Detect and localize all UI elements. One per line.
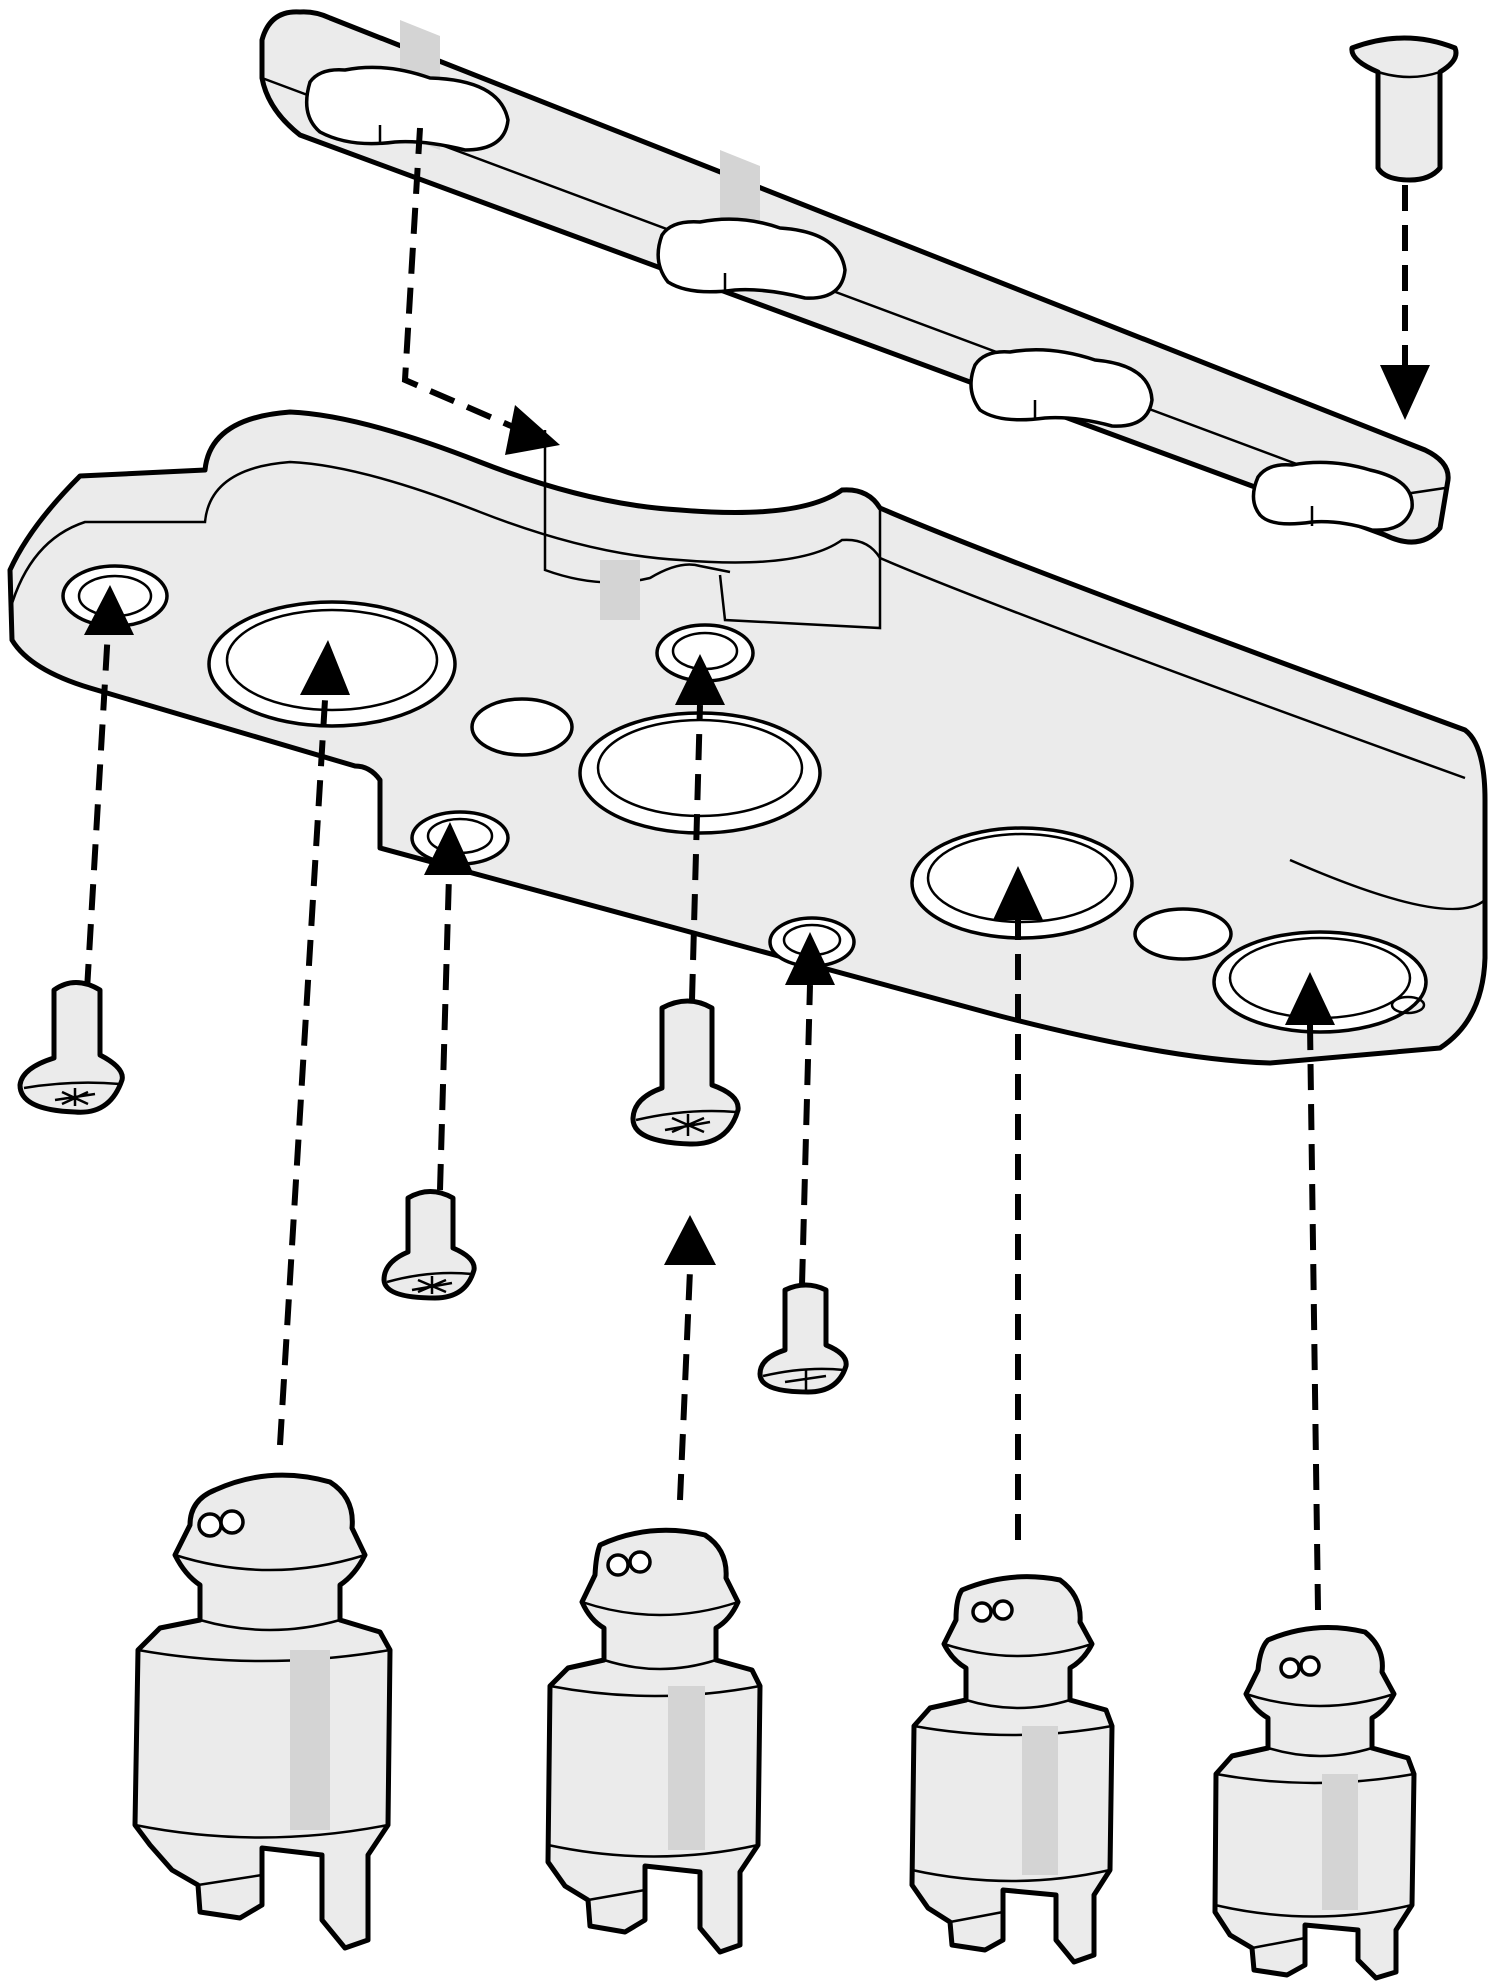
countersunk-screw xyxy=(17,980,125,1115)
strip-slot xyxy=(1251,460,1414,532)
countersunk-screw xyxy=(381,1189,477,1301)
mounting-strip xyxy=(259,9,1451,545)
set-screw-icon xyxy=(1279,1655,1321,1679)
pin-hole xyxy=(1390,995,1426,1015)
guide-arrow xyxy=(1380,185,1430,420)
set-screw-icon xyxy=(197,1509,245,1538)
guide-arrow xyxy=(1285,972,1335,1611)
phillips-head-icon xyxy=(411,1276,453,1294)
phillips-head-icon xyxy=(784,1370,827,1390)
foot-connector xyxy=(1212,1625,1417,1981)
guide-arrow xyxy=(424,822,474,1191)
phillips-head-icon xyxy=(54,1088,96,1106)
guide-arrow xyxy=(664,1215,716,1501)
through-hole xyxy=(470,697,574,757)
through-hole xyxy=(1133,907,1233,961)
foot-connector xyxy=(909,1574,1115,1965)
phillips-head-icon xyxy=(664,1114,711,1136)
set-screw-icon xyxy=(606,1550,652,1577)
set-screw-icon xyxy=(971,1599,1014,1623)
guide-arrow xyxy=(277,640,350,1446)
base-plate xyxy=(7,409,1488,1066)
assembly-guides xyxy=(84,127,1430,1611)
guide-arrow xyxy=(675,654,725,1001)
guide-arrow xyxy=(401,127,560,455)
foot-connector xyxy=(132,1472,393,1951)
countersunk-screw xyxy=(757,1282,849,1395)
connector-bore xyxy=(578,711,822,835)
guide-arrow xyxy=(84,585,134,991)
strip-slot xyxy=(969,348,1154,428)
countersunk-screw xyxy=(630,998,741,1147)
top-pin xyxy=(1349,35,1459,183)
strip-slot xyxy=(656,217,847,300)
guide-arrow xyxy=(785,932,835,1286)
foot-connector xyxy=(545,1527,763,1955)
guide-arrow xyxy=(993,866,1043,1540)
strip-slot xyxy=(304,65,510,152)
